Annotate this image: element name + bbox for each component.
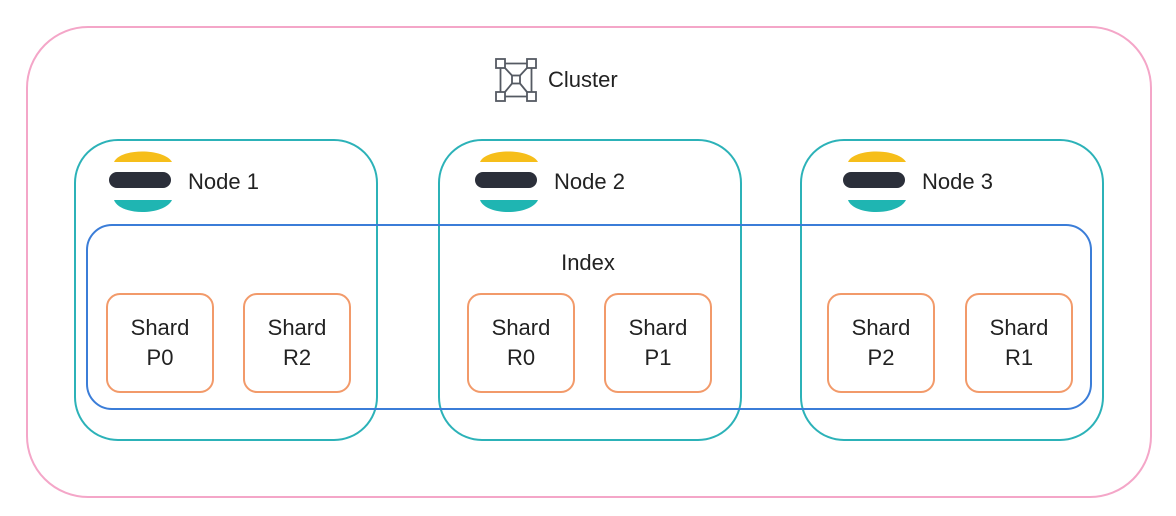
node-3-header: Node 3 — [842, 146, 993, 218]
elastic-node-icon — [475, 151, 538, 212]
cluster-network-icon — [495, 58, 537, 102]
shard-title: Shard — [491, 315, 551, 340]
shard-title: Shard — [267, 315, 327, 340]
index-container — [86, 224, 1092, 410]
node-2-container — [438, 139, 742, 441]
elastic-node-icon — [109, 151, 172, 212]
shard-title: Shard — [628, 315, 688, 340]
node-1-container — [74, 139, 378, 441]
shard-p1: Shard P1 — [604, 293, 712, 393]
shard-title: Shard — [130, 315, 190, 340]
shard-id: P1 — [644, 345, 672, 370]
shard-title: Shard — [851, 315, 911, 340]
node-1-label: Node 1 — [188, 169, 259, 194]
node-3-container — [800, 139, 1104, 441]
shard-p2: Shard P2 — [827, 293, 935, 393]
shard-r2: Shard R2 — [243, 293, 351, 393]
node-2-label: Node 2 — [554, 169, 625, 194]
shard-title: Shard — [989, 315, 1049, 340]
shard-id: P0 — [146, 345, 174, 370]
shard-r1: Shard R1 — [965, 293, 1073, 393]
cluster-header: Cluster — [494, 57, 618, 103]
index-label: Index — [561, 250, 615, 275]
shard-id: R2 — [282, 345, 312, 370]
node-3-label: Node 3 — [922, 169, 993, 194]
shard-id: P2 — [867, 345, 895, 370]
shard-id: R1 — [1004, 345, 1034, 370]
cluster-label: Cluster — [548, 67, 618, 92]
shard-id: R0 — [506, 345, 536, 370]
elastic-node-icon — [843, 151, 906, 212]
shard-r0: Shard R0 — [467, 293, 575, 393]
cluster-container — [26, 26, 1152, 498]
node-1-header: Node 1 — [108, 146, 259, 218]
node-2-header: Node 2 — [474, 146, 625, 218]
shard-p0: Shard P0 — [106, 293, 214, 393]
